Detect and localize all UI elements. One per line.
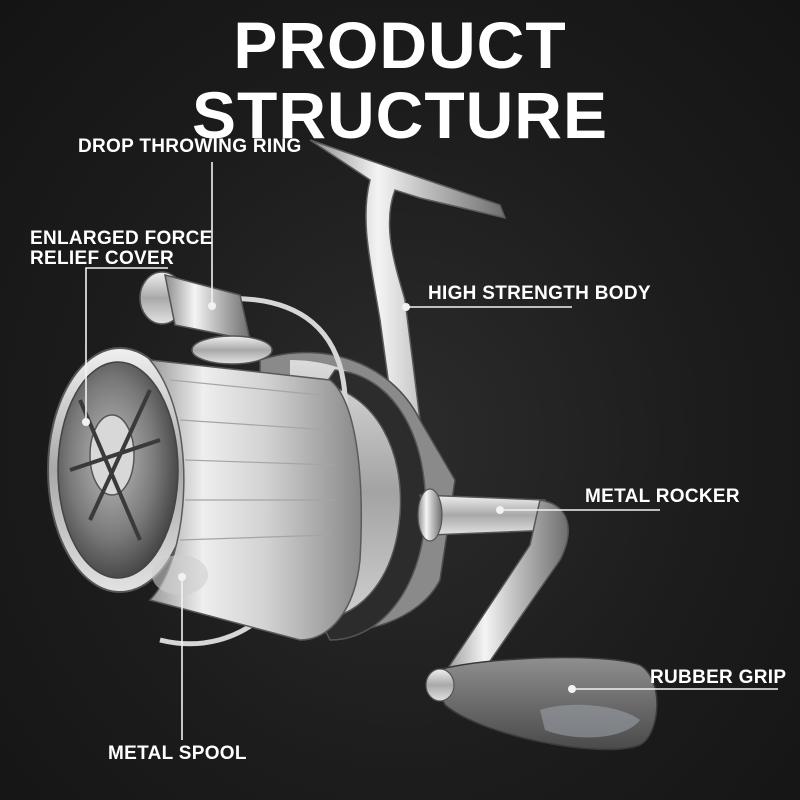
rubber-grip <box>425 656 658 751</box>
label-enlarged-cover-line-1: ENLARGED FORCE <box>30 228 213 249</box>
page-title: PRODUCT STRUCTURE <box>0 10 800 150</box>
label-metal-rocker: METAL ROCKER <box>585 486 740 507</box>
title-line-1: PRODUCT <box>233 8 567 82</box>
label-enlarged-cover-line-2: RELIEF COVER <box>30 248 175 269</box>
reel-stem <box>309 139 507 432</box>
line-roller <box>139 271 273 365</box>
label-rubber-grip: RUBBER GRIP <box>650 667 787 688</box>
metal-rocker <box>417 488 569 691</box>
label-drop-throwing-ring: DROP THROWING RING <box>78 136 302 157</box>
label-metal-spool: METAL SPOOL <box>108 743 247 764</box>
title-line-2: STRUCTURE <box>192 78 608 152</box>
label-high-strength-body: HIGH STRENGTH BODY <box>428 283 651 304</box>
